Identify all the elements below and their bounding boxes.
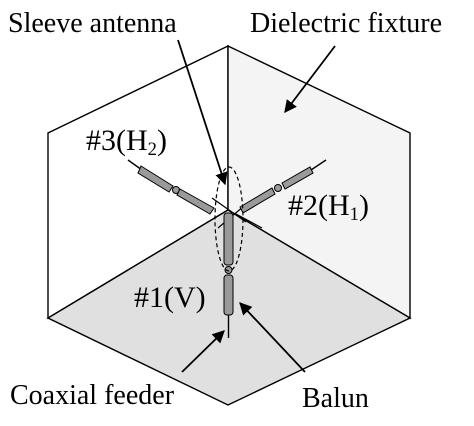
port1-label: #1(V) <box>134 281 206 314</box>
balun-label: Balun <box>302 383 369 414</box>
dielectric-fixture-label: Dielectric fixture <box>250 8 443 39</box>
port2-label: #2(H1) <box>288 189 369 226</box>
sleeve-antenna-arrow <box>177 39 228 186</box>
center-cross-line-c <box>235 213 263 229</box>
coaxial-feeder-label: Coaxial feeder <box>10 380 175 411</box>
dielectric-fixture-arrow <box>284 45 336 114</box>
antenna-1 <box>223 212 234 338</box>
coaxial-feeder-arrow <box>181 330 225 373</box>
balun-arrow <box>239 302 306 373</box>
port3-label: #3(H2) <box>86 124 167 161</box>
sleeve-antenna-label: Sleeve antenna <box>8 8 177 39</box>
center-cross-line-a <box>211 197 247 223</box>
antenna-2 <box>239 159 327 214</box>
sleeve-highlight-ellipse <box>214 166 244 272</box>
antenna-3 <box>127 159 215 215</box>
